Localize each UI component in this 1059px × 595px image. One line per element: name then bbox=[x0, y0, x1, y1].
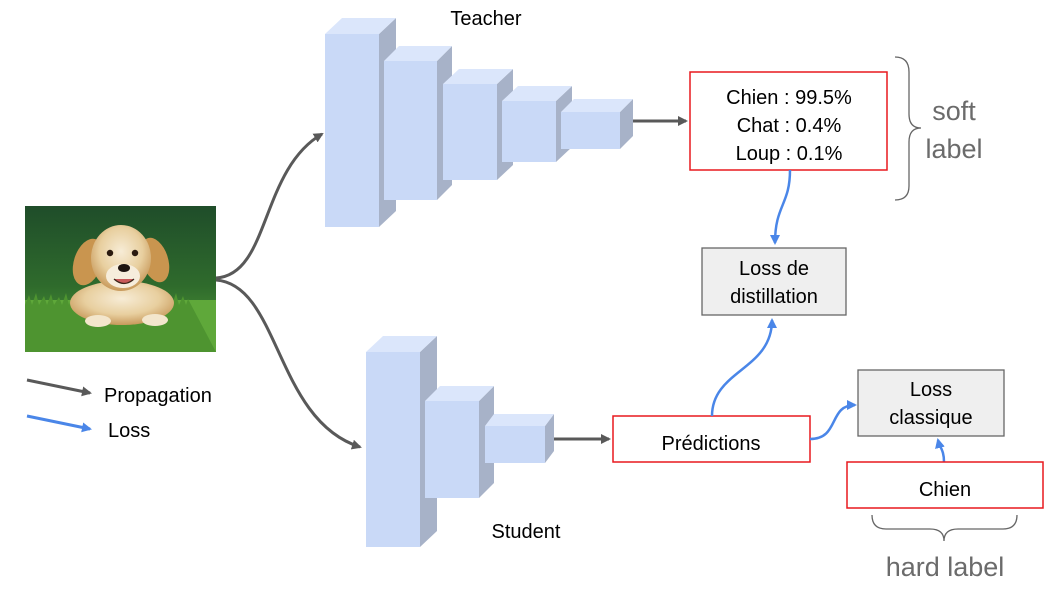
student-label: Student bbox=[492, 521, 561, 543]
teacher-layer-5 bbox=[561, 99, 633, 149]
soft-label-line-1: soft bbox=[932, 96, 976, 126]
student-network bbox=[366, 336, 554, 547]
hard-label-text: hard label bbox=[886, 552, 1005, 582]
teacher-network bbox=[325, 18, 633, 227]
teacher-label: Teacher bbox=[450, 8, 521, 30]
soft-output-line-1: Chien : 99.5% bbox=[726, 87, 852, 109]
teacher-layer-1 bbox=[325, 18, 396, 227]
loss-classique-box: Loss classique bbox=[857, 369, 1005, 437]
teacher-layer-2 bbox=[384, 46, 452, 200]
hard-target-label: Chien bbox=[919, 479, 971, 501]
legend-propagation-label: Propagation bbox=[104, 385, 212, 407]
propagation-arrow-to-student bbox=[215, 278, 362, 450]
legend-loss-label: Loss bbox=[108, 420, 150, 442]
loss-arrow-hard-to-classique bbox=[935, 438, 946, 463]
student-layer-2 bbox=[425, 386, 494, 498]
loss-arrow-soft-to-distillation bbox=[770, 169, 792, 245]
hard-label-brace bbox=[871, 514, 1018, 542]
hard-target-box: Chien bbox=[846, 461, 1044, 509]
loss-distillation-line-1: Loss de bbox=[739, 258, 809, 280]
loss-distillation-line-2: distillation bbox=[730, 286, 818, 308]
student-layer-3 bbox=[485, 414, 554, 463]
legend: Propagation Loss bbox=[26, 378, 212, 442]
soft-output-box: Chien : 99.5% Chat : 0.4% Loup : 0.1% bbox=[689, 71, 888, 171]
predictions-box: Prédictions bbox=[612, 415, 811, 463]
puppy-image bbox=[25, 206, 216, 352]
soft-output-line-2: Chat : 0.4% bbox=[737, 115, 842, 137]
soft-label-brace bbox=[894, 56, 922, 201]
loss-distillation-box: Loss de distillation bbox=[701, 247, 847, 316]
legend-propagation-arrow bbox=[26, 378, 92, 397]
loss-arrow-predictions-to-classique bbox=[809, 400, 857, 441]
loss-classique-line-1: Loss bbox=[910, 379, 952, 401]
propagation-arrow-to-teacher bbox=[215, 132, 324, 280]
predictions-label: Prédictions bbox=[662, 433, 761, 455]
loss-classique-line-2: classique bbox=[889, 407, 972, 429]
legend-loss-arrow bbox=[26, 414, 92, 433]
soft-label-line-2: label bbox=[925, 134, 982, 164]
loss-arrow-predictions-to-distillation bbox=[710, 318, 777, 417]
soft-output-line-3: Loup : 0.1% bbox=[736, 143, 843, 165]
